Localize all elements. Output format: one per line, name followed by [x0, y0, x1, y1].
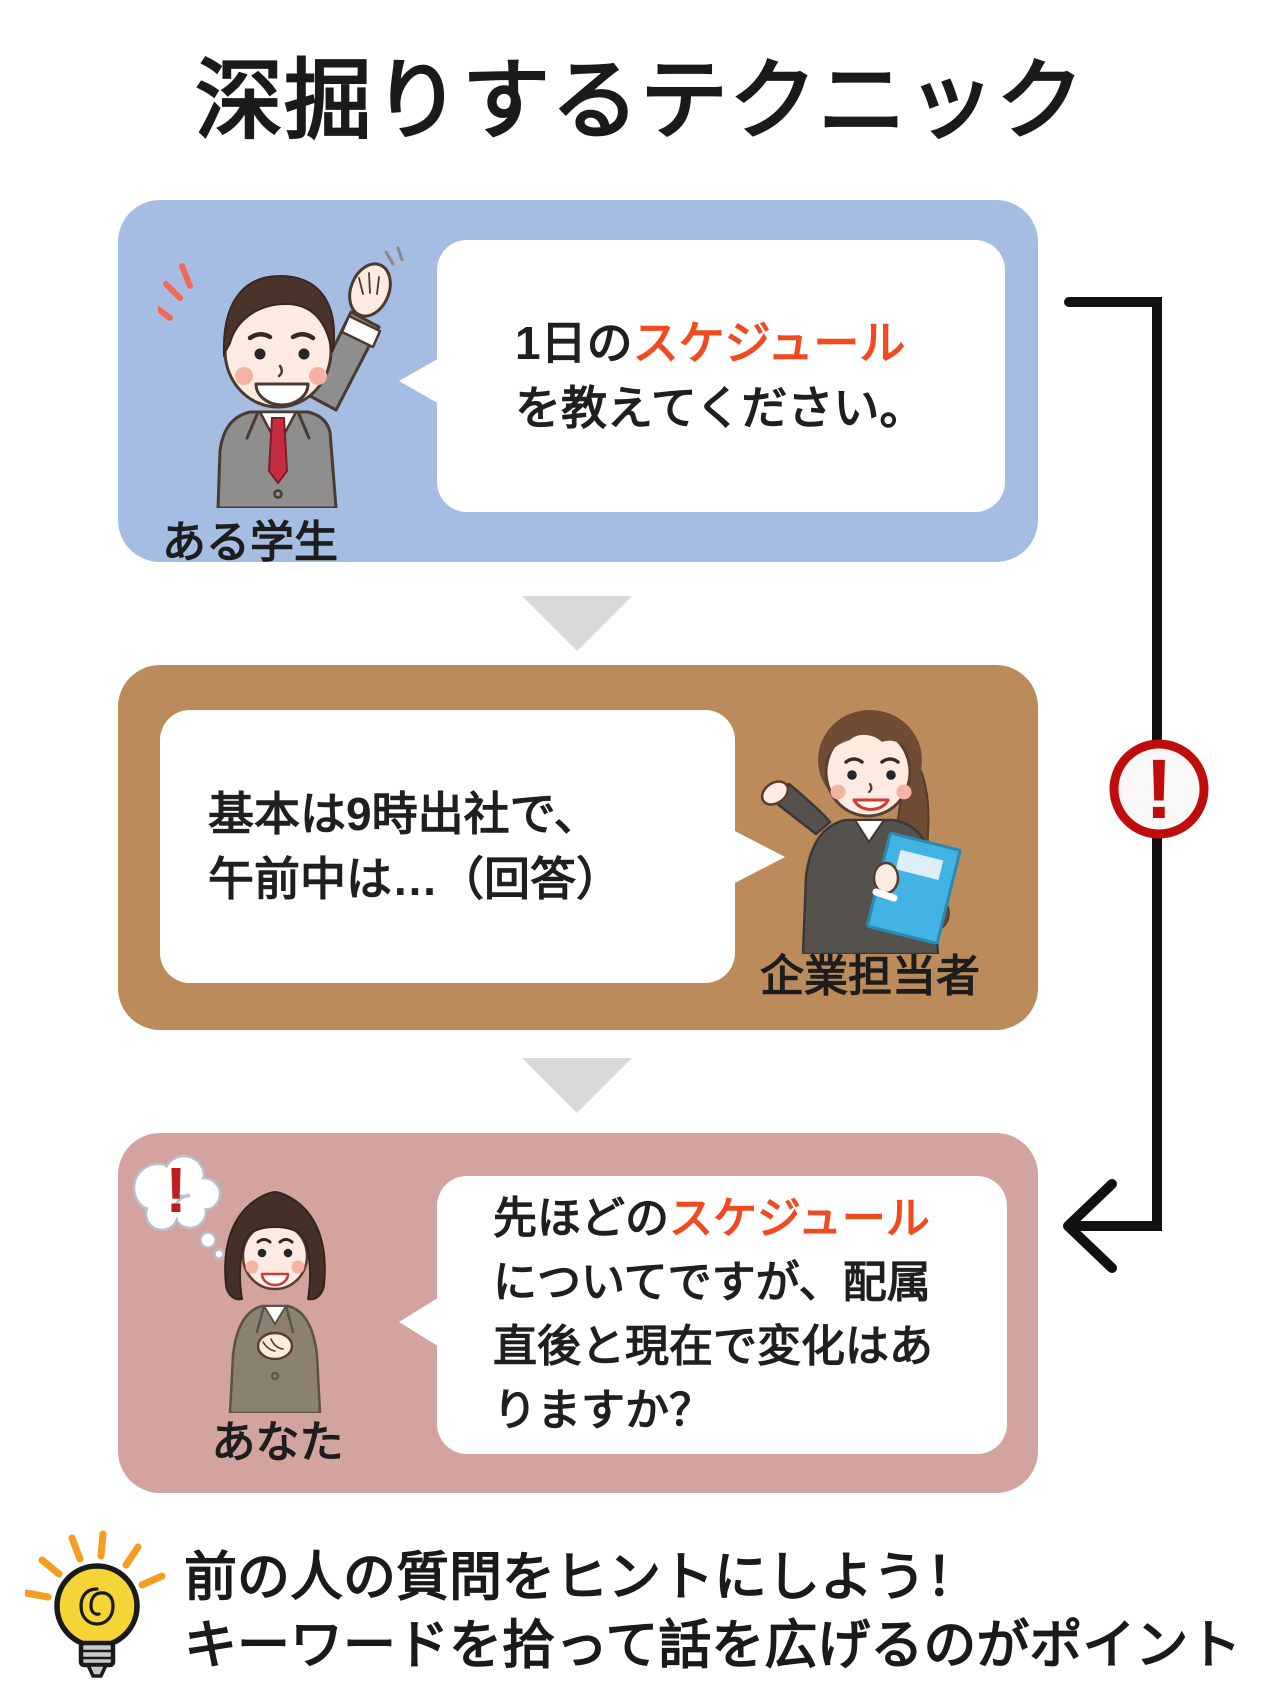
- speech-bubble-you: 先ほどのスケジュール についてですが、配属 直後と現在で変化はあ りますか？: [437, 1176, 1007, 1454]
- speaker-label-student: ある学生: [162, 518, 338, 567]
- alert-icon: !: [1109, 739, 1209, 839]
- speech-bubble-tail: [399, 1296, 441, 1348]
- alert-exclamation-glyph: !: [1145, 742, 1173, 836]
- bubble-you-line3: 直後と現在で変化はあ: [493, 1322, 933, 1371]
- company-rep-illustration: [760, 710, 962, 954]
- tip-note: 前の人の質問をヒントにしよう！ キーワードを拾って話を広げるのがポイント: [184, 1544, 1241, 1680]
- lightbulb-icon: [25, 1530, 166, 1678]
- bubble-company-line1: 基本は9時出社で、: [208, 787, 600, 840]
- flow-down-arrow-1: [522, 596, 632, 651]
- bubble-you-line1-prefix: 先ほどの: [493, 1194, 669, 1243]
- thought-bubble-icon: !: [132, 1154, 225, 1260]
- speech-bubble-student: 1日のスケジュール を教えてください。: [437, 240, 1005, 512]
- bubble-you-line1: 先ほどのスケジュール: [493, 1187, 1007, 1251]
- bubble-you-keyword: スケジュール: [669, 1194, 930, 1243]
- speech-bubble-company: 基本は9時出社で、 午前中は…（回答）: [160, 710, 735, 983]
- bubble-student-line1: 1日のスケジュール: [515, 311, 1005, 376]
- bubble-you-line4: りますか？: [493, 1386, 713, 1435]
- bubble-student-line2: を教えてください。: [515, 382, 926, 434]
- bubble-student-line1-prefix: 1日の: [515, 317, 633, 369]
- tip-note-line2: キーワードを拾って話を広げるのがポイント: [184, 1616, 1242, 1675]
- student-illustration: [158, 246, 404, 508]
- you-illustration: [224, 1191, 326, 1413]
- speech-bubble-tail: [733, 830, 785, 884]
- bubble-company-line2: 午前中は…（回答）: [208, 852, 622, 905]
- tip-note-line1: 前の人の質問をヒントにしよう！: [184, 1548, 979, 1607]
- bubble-you-line2: についてですが、配属: [493, 1258, 931, 1307]
- speaker-label-company: 企業担当者: [760, 952, 980, 1001]
- flow-down-arrow-2: [522, 1058, 632, 1113]
- speech-bubble-tail: [399, 357, 441, 405]
- speaker-label-you: あなた: [211, 1418, 344, 1467]
- bubble-student-keyword: スケジュール: [632, 317, 906, 369]
- page-title: 深掘りするテクニック: [194, 51, 1085, 150]
- thought-exclamation-glyph: !: [165, 1154, 186, 1226]
